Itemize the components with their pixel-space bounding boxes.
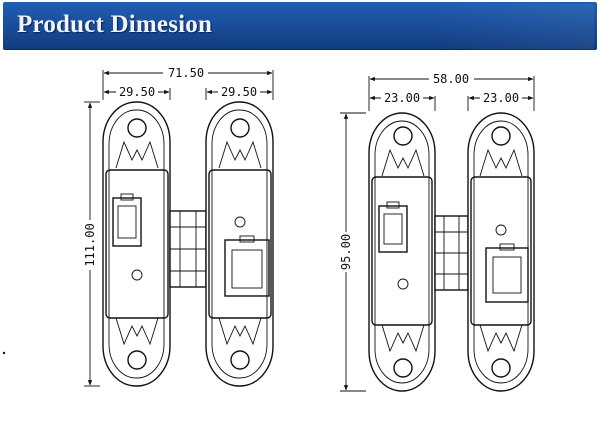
large-height-label: 111.00 bbox=[83, 223, 97, 266]
header-banner: Product Dimesion bbox=[3, 2, 597, 51]
large-hinge-right-leaf bbox=[205, 101, 274, 387]
small-hinge-right-leaf bbox=[467, 112, 535, 392]
small-height-label: 95.00 bbox=[339, 234, 353, 270]
small-left-leaf-width-label: 23.00 bbox=[384, 91, 420, 105]
small-overall-width-label: 58.00 bbox=[433, 72, 469, 86]
small-hinge-pivot bbox=[434, 215, 469, 291]
large-hinge-pivot bbox=[169, 210, 207, 288]
small-hinge-drawing bbox=[340, 76, 535, 392]
large-hinge-drawing bbox=[84, 70, 274, 387]
stray-mark bbox=[2, 351, 6, 355]
dimension-drawing: 71.50 29.50 29.50 111.00 58.00 23.00 23.… bbox=[2, 66, 535, 392]
large-left-leaf-width-label: 29.50 bbox=[119, 85, 155, 99]
banner-highlight bbox=[434, 4, 594, 51]
small-hinge-left-leaf bbox=[368, 112, 436, 392]
large-hinge-left-leaf bbox=[102, 101, 171, 387]
large-right-leaf-width-label: 29.50 bbox=[221, 85, 257, 99]
page-title: Product Dimesion bbox=[17, 11, 213, 38]
large-overall-width-label: 71.50 bbox=[168, 66, 204, 80]
small-right-leaf-width-label: 23.00 bbox=[483, 91, 519, 105]
